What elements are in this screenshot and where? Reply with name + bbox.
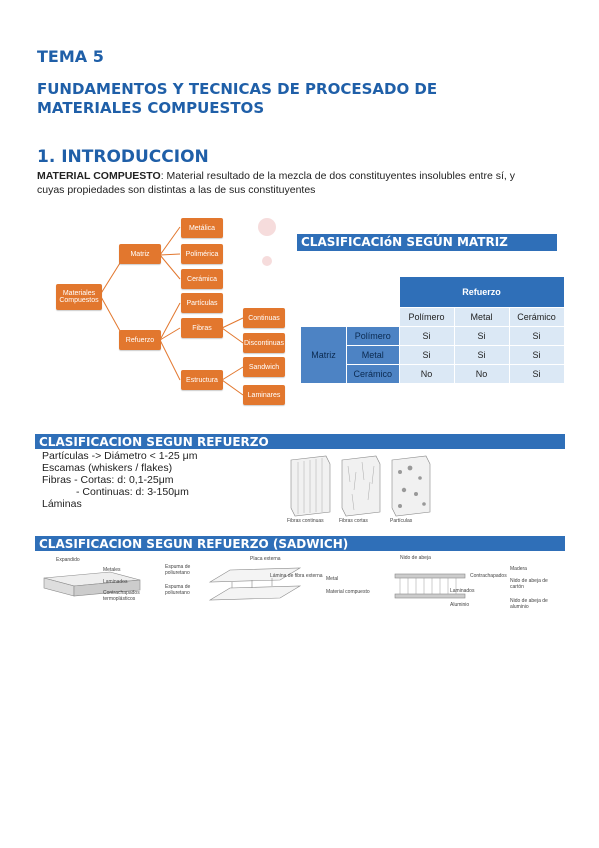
- tree-node-laminares: Laminares: [243, 385, 285, 405]
- refuerzo-line: Escamas (whiskers / flakes): [42, 462, 173, 474]
- decor-circle: [258, 218, 276, 236]
- sandwich-label: Material compuesto: [326, 589, 370, 595]
- table-cell: Si: [508, 345, 565, 365]
- table-cell: Si: [508, 364, 565, 384]
- row-header: Polímero: [346, 326, 400, 346]
- sandwich-label: Metales: [103, 567, 121, 573]
- refuerzo-list: Partículas -> Diámetro < 1-25 μm Escamas…: [42, 450, 197, 510]
- sandwich-label: Contrachapados: [470, 573, 507, 579]
- decor-circle: [262, 256, 272, 266]
- col-header: Metal: [453, 307, 510, 327]
- fig-label: Fibras continuas: [287, 518, 324, 524]
- refuerzo-header: Refuerzo: [398, 276, 565, 308]
- matrix-table: Refuerzo Polímero Metal Cerámico Matriz …: [300, 276, 565, 384]
- tree-node-metalica: Metálica: [181, 218, 223, 238]
- intro-term: MATERIAL COMPUESTO: [37, 170, 161, 182]
- sandwich-label: Espuma de poliuretano: [165, 564, 191, 576]
- tree-node-particulas: Partículas: [181, 293, 223, 313]
- table-cell: Si: [453, 326, 510, 346]
- sandwich-label: Aluminio: [450, 602, 470, 608]
- sandwich-label: Lámina de fibra externa: [270, 573, 323, 579]
- fig-label: Fibras cortas: [339, 518, 368, 524]
- tree-node-continuas: Continuas: [243, 308, 285, 328]
- page-title: FUNDAMENTOS Y TECNICAS DE PROCESADO DE M…: [37, 80, 437, 118]
- title-line-1: FUNDAMENTOS Y TECNICAS DE PROCESADO DE: [37, 80, 438, 98]
- tree-node-refuerzo: Refuerzo: [119, 330, 161, 350]
- intro-paragraph: MATERIAL COMPUESTO: Material resultado d…: [37, 169, 557, 197]
- intro-def-1: : Material resultado de la mezcla de dos…: [160, 170, 515, 182]
- sandwich-label: Madera: [510, 566, 527, 572]
- sandwich-label: Nido de abeja: [400, 555, 431, 561]
- intro-def-2: cuyas propiedades son distintas a las de…: [37, 184, 316, 196]
- sandwich-label: Contrachapados termoplásticos: [103, 590, 140, 602]
- sandwich-label: Laminados: [103, 579, 128, 585]
- sandwich-label: Metal: [326, 576, 339, 582]
- sandwich-label: Nido de abeja de cartón: [510, 578, 548, 590]
- section-heading-intro: 1. INTRODUCCION: [37, 147, 209, 167]
- row-header: Metal: [346, 345, 400, 365]
- table-cell: No: [398, 364, 455, 384]
- refuerzo-line: Láminas: [42, 498, 82, 510]
- refuerzo-line: - Continuas: d: 3-150μm: [76, 486, 189, 498]
- tree-node-fibras: Fibras: [181, 318, 223, 338]
- refuerzo-line: Fibras - Cortas: d: 0,1-25μm: [42, 474, 174, 486]
- matriz-label: Matriz: [300, 326, 347, 384]
- table-cell: Si: [398, 345, 455, 365]
- tema-label: TEMA 5: [37, 47, 104, 66]
- col-header: Polímero: [398, 307, 455, 327]
- tree-node-polimerica: Polimérica: [181, 244, 223, 264]
- sandwich-illustrations: [43, 567, 466, 601]
- tree-node-matriz: Matriz: [119, 244, 161, 264]
- refuerzo-line: Partículas -> Diámetro < 1-25 μm: [42, 450, 198, 462]
- tree-node-ceramica: Cerámica: [181, 269, 223, 289]
- table-cell: No: [453, 364, 510, 384]
- matrix-section-title: CLASIFICACIóN SEGÚN MATRIZ: [297, 234, 557, 251]
- table-cell: Si: [508, 326, 565, 346]
- tree-node-root: Materiales Compuestos: [56, 284, 102, 310]
- sandwich-label: Expandido: [56, 557, 80, 563]
- sandwich-label: Laminados: [450, 588, 475, 594]
- table-cell: Si: [398, 326, 455, 346]
- col-header: Cerámico: [508, 307, 565, 327]
- table-cell: Si: [453, 345, 510, 365]
- sandwich-section-title: CLASIFICACION SEGUN REFUERZO (SADWICH): [35, 536, 565, 551]
- refuerzo-section-title: CLASIFICACION SEGUN REFUERZO: [35, 434, 565, 449]
- sandwich-label: Espuma de poliuretano: [165, 584, 191, 596]
- tree-node-discontinuas: Discontinuas: [243, 333, 285, 353]
- row-header: Cerámico: [346, 364, 400, 384]
- tree-node-sandwich: Sandwich: [243, 357, 285, 377]
- fiber-illustrations: [290, 455, 431, 517]
- title-line-2: MATERIALES COMPUESTOS: [37, 99, 265, 117]
- fig-label: Partículas: [390, 518, 413, 524]
- sandwich-label: Placa externa: [250, 556, 281, 562]
- sandwich-label: Nido de abeja de aluminio: [510, 598, 548, 610]
- tree-node-estructura: Estructura: [181, 370, 223, 390]
